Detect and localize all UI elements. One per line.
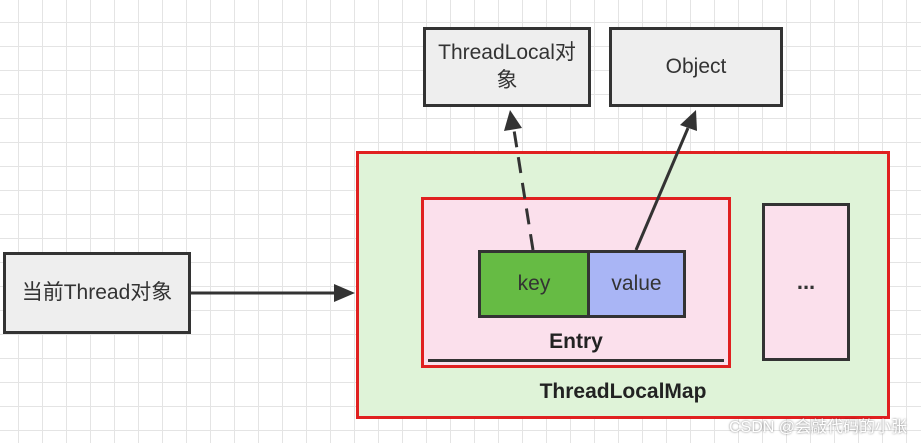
more-entries-label: ... xyxy=(796,269,816,294)
value-cell: value xyxy=(587,250,686,318)
object-box: Object xyxy=(609,27,783,107)
value-to-object-arrowhead xyxy=(680,110,697,131)
threadlocal-object-box: ThreadLocal对象 xyxy=(423,27,591,107)
watermark: CSDN @会敲代码的小张 xyxy=(728,419,907,436)
threadlocalmap-label: ThreadLocalMap xyxy=(539,380,707,403)
entry-label: Entry xyxy=(549,330,603,353)
value-label: value xyxy=(611,272,662,295)
key-cell: key xyxy=(478,250,590,318)
key-to-threadlocal-arrowhead xyxy=(504,110,522,131)
key-label: key xyxy=(517,272,551,295)
thread-object-label: 当前Thread对象 xyxy=(21,281,173,304)
thread-to-map-arrowhead xyxy=(334,284,355,302)
value-to-object-arrow xyxy=(634,127,690,251)
threadlocal-object-label: ThreadLocal对象 xyxy=(438,41,576,92)
entry-underline xyxy=(428,359,724,362)
object-label: Object xyxy=(665,55,727,78)
thread-object-box: 当前Thread对象 xyxy=(3,252,191,334)
key-to-threadlocal-dashed-arrow xyxy=(512,129,535,251)
more-entries-box: ... xyxy=(762,203,850,361)
